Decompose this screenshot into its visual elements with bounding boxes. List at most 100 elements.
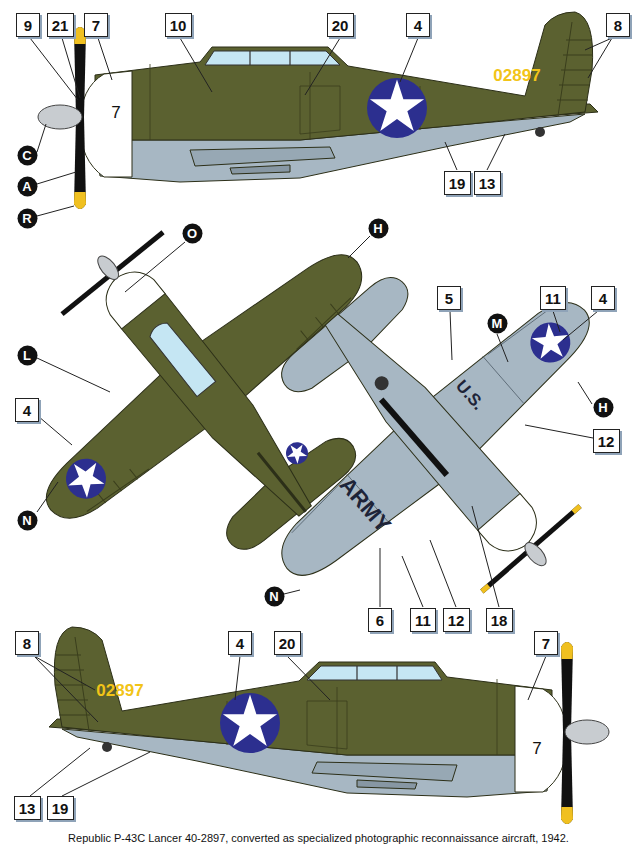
callout-letter: A bbox=[17, 176, 38, 197]
fuselage bbox=[95, 260, 327, 528]
callout-text: 7 bbox=[92, 18, 100, 33]
callout-circle-fill bbox=[182, 223, 202, 243]
callout-number: 20 bbox=[274, 631, 301, 655]
callout-text: 8 bbox=[614, 18, 622, 33]
callout-text: 13 bbox=[479, 176, 496, 191]
callout-number: 4 bbox=[15, 398, 39, 422]
callout-text: 4 bbox=[23, 403, 31, 418]
callout-number: 4 bbox=[591, 286, 615, 310]
callout-text: 5 bbox=[445, 291, 453, 306]
callout-number: 6 bbox=[368, 608, 392, 632]
callout-text: N bbox=[269, 590, 278, 603]
callout-letter: R bbox=[17, 208, 38, 229]
camera-stripe bbox=[379, 397, 449, 476]
callout-number: 19 bbox=[444, 171, 471, 195]
fuselage bbox=[309, 300, 548, 563]
callout-text: A bbox=[22, 180, 31, 193]
callout-number: 10 bbox=[165, 13, 192, 37]
callout-text: 6 bbox=[376, 613, 384, 628]
callout-text: R bbox=[22, 212, 31, 225]
callout-text: 9 bbox=[24, 18, 32, 33]
callout-circle-fill bbox=[17, 145, 37, 165]
panel-lines bbox=[287, 304, 584, 574]
callout-letter: M bbox=[487, 313, 508, 334]
leader-line bbox=[125, 236, 598, 362]
callout-text: 20 bbox=[332, 18, 349, 33]
callout-text: 12 bbox=[448, 613, 465, 628]
upper-view bbox=[0, 133, 459, 636]
callout-text: 13 bbox=[19, 801, 36, 816]
callout-text: 20 bbox=[279, 636, 296, 651]
callout-text: 4 bbox=[414, 18, 422, 33]
leader-line bbox=[380, 506, 499, 607]
callout-text: H bbox=[598, 401, 607, 414]
callout-text: C bbox=[22, 149, 31, 162]
callout-text: 12 bbox=[598, 434, 615, 449]
camera-port bbox=[372, 373, 392, 393]
callout-text: 19 bbox=[52, 801, 69, 816]
callout-number: 4 bbox=[228, 631, 252, 655]
callout-number: 9 bbox=[16, 13, 40, 37]
callout-text: 18 bbox=[491, 613, 508, 628]
roundel bbox=[282, 438, 313, 469]
fuselage-marking: 7 bbox=[111, 104, 120, 121]
spinner bbox=[521, 539, 550, 569]
callout-number: 5 bbox=[437, 286, 461, 310]
roundel bbox=[58, 451, 114, 507]
callout-circle-fill bbox=[487, 313, 507, 333]
callout-text: N bbox=[22, 514, 31, 527]
roundel bbox=[522, 314, 578, 370]
spinner bbox=[94, 252, 123, 283]
callout-number: 11 bbox=[410, 608, 436, 632]
side-profile-left bbox=[38, 12, 598, 209]
callout-number: 11 bbox=[540, 286, 566, 310]
callout-number: 19 bbox=[47, 796, 74, 820]
leader-line bbox=[37, 124, 505, 216]
callout-letter: N bbox=[264, 586, 285, 607]
callout-text: H bbox=[373, 222, 382, 235]
callout-letter: O bbox=[182, 223, 203, 244]
callout-circle-fill bbox=[368, 218, 388, 238]
callout-number: 8 bbox=[606, 13, 630, 37]
callout-letter: H bbox=[368, 218, 389, 239]
callout-number: 18 bbox=[486, 608, 513, 632]
leader-line bbox=[30, 656, 546, 796]
callout-circle-fill bbox=[17, 510, 37, 530]
callout-text: O bbox=[187, 227, 197, 240]
callout-text: 19 bbox=[449, 176, 466, 191]
fuselage-marking: 02897 bbox=[493, 67, 540, 84]
canopy bbox=[147, 319, 216, 396]
callout-text: 4 bbox=[236, 636, 244, 651]
callout-number: 12 bbox=[593, 429, 620, 453]
propeller bbox=[482, 506, 580, 591]
callout-text: 10 bbox=[170, 18, 187, 33]
callout-number: 13 bbox=[14, 796, 41, 820]
leader-line bbox=[37, 358, 593, 594]
fuselage-marking: 02897 bbox=[96, 682, 143, 699]
callout-letter: N bbox=[17, 510, 38, 531]
callout-text: 4 bbox=[599, 291, 607, 306]
callout-number: 4 bbox=[406, 13, 430, 37]
fuselage-marking: 7 bbox=[532, 740, 541, 757]
side-profile-right bbox=[49, 627, 609, 824]
callout-number: 8 bbox=[15, 631, 39, 655]
callout-text: 11 bbox=[415, 613, 431, 628]
callout-number: 7 bbox=[534, 631, 558, 655]
callout-number: 7 bbox=[84, 13, 108, 37]
leader-line bbox=[30, 38, 612, 100]
callout-circle-fill bbox=[17, 176, 37, 196]
leader-group bbox=[30, 38, 612, 796]
callout-letter: C bbox=[17, 145, 38, 166]
callout-text: M bbox=[492, 317, 503, 330]
callout-number: 12 bbox=[443, 608, 470, 632]
callout-number: 21 bbox=[47, 13, 74, 37]
callout-text: 8 bbox=[23, 636, 31, 651]
wing bbox=[28, 234, 378, 536]
callout-circle-fill bbox=[593, 397, 613, 417]
callout-letter: L bbox=[17, 345, 38, 366]
callout-circle-fill bbox=[264, 586, 284, 606]
callout-text: L bbox=[23, 349, 31, 362]
